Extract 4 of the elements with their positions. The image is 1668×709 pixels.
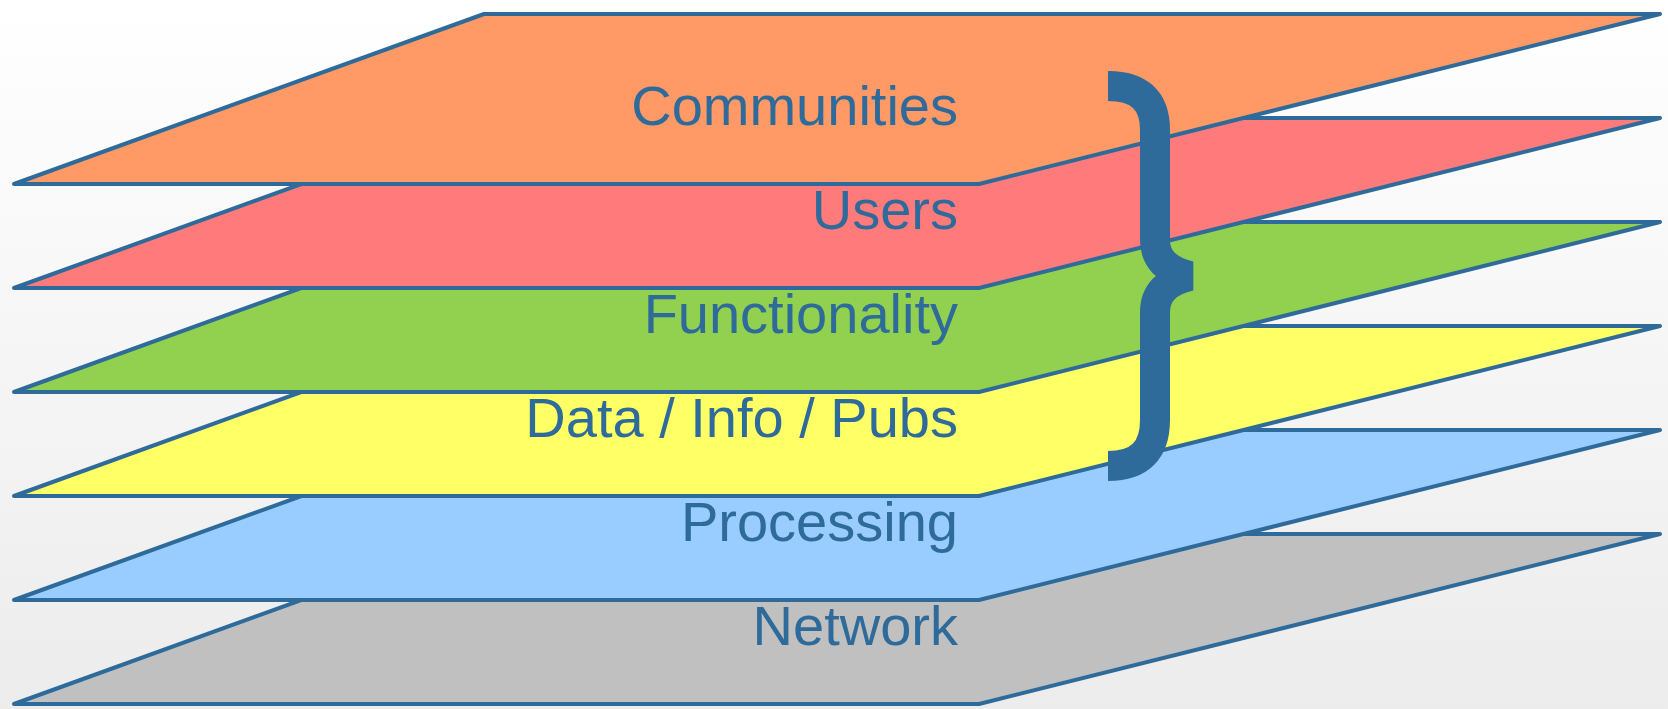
layer-label: Network: [752, 598, 958, 654]
layer-label: Users: [811, 182, 958, 238]
layer-label: Data / Info / Pubs: [525, 390, 958, 446]
layer-label: Communities: [631, 78, 958, 134]
